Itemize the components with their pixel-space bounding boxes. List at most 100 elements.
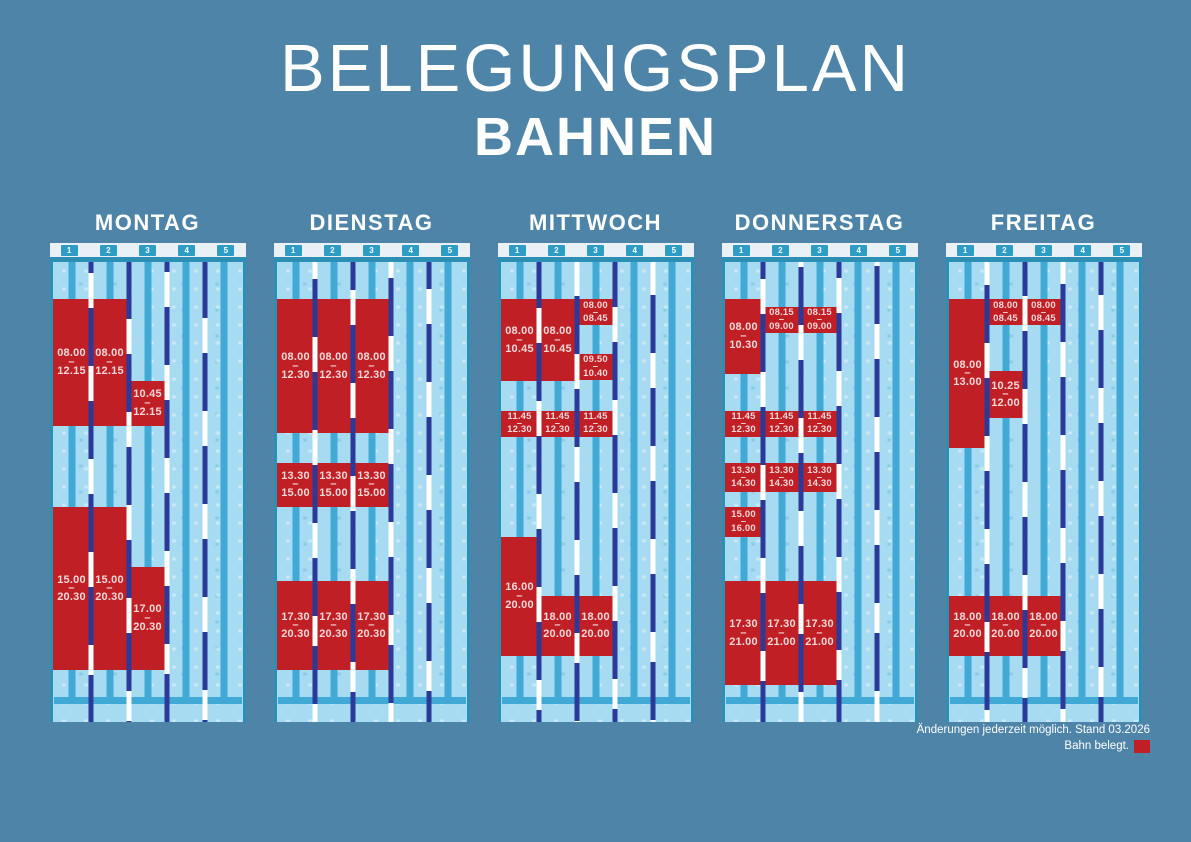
lane-end-mark — [839, 697, 876, 705]
lane-rope — [874, 262, 879, 723]
block-start-time: 17.30 — [319, 610, 348, 623]
lane-rope — [836, 262, 841, 723]
block-start-time: 11.45 — [545, 411, 570, 423]
lane-cell: 2 — [761, 243, 800, 257]
block-start-time: 08.00 — [953, 358, 982, 371]
block-range-separator: – — [1002, 306, 1009, 318]
lane-end-mark — [615, 697, 652, 705]
lane-end-mark — [391, 697, 428, 705]
lane-end-mark — [949, 697, 986, 705]
block-range-separator: – — [592, 306, 599, 318]
lane-floor-line — [1002, 262, 1009, 698]
lane-cell: 2 — [89, 243, 128, 257]
pool-edge — [273, 257, 470, 263]
block-start-time: 08.00 — [729, 321, 758, 334]
pool-edge — [721, 257, 918, 263]
occupied-block: 17.30–21.00 — [724, 581, 763, 686]
block-end-time: 10.45 — [543, 342, 572, 355]
lane-cell: 5 — [654, 243, 693, 257]
occupied-block: 13.30–14.30 — [800, 462, 839, 493]
block-range-separator: – — [1002, 388, 1009, 401]
lane-cell: 3 — [800, 243, 839, 257]
occupied-block: 08.15–09.00 — [800, 306, 839, 333]
lane-number-chip: 2 — [547, 244, 565, 256]
lane-number-chip: 4 — [178, 244, 196, 256]
block-end-time: 13.00 — [953, 376, 982, 389]
block-start-time: 17.30 — [767, 618, 796, 631]
poster-header: BELEGUNGSPLAN BAHNEN — [0, 0, 1191, 164]
block-end-time: 14.30 — [807, 478, 832, 490]
occupied-block: 11.45–12.30 — [762, 410, 801, 437]
block-range-separator: – — [740, 516, 747, 528]
lane-rope — [1022, 262, 1027, 723]
block-range-separator: – — [964, 367, 971, 380]
lane-number-chip: 2 — [323, 244, 341, 256]
occupied-block: 08.00–12.30 — [276, 299, 315, 433]
lane-number-chip: 4 — [626, 244, 644, 256]
block-start-time: 08.00 — [505, 325, 534, 338]
block-range-separator: – — [330, 619, 337, 632]
day-title: DIENSTAG — [309, 210, 434, 236]
lane-floor-line — [964, 262, 971, 698]
block-end-time: 08.45 — [1031, 313, 1056, 325]
lane-number-chip: 2 — [771, 244, 789, 256]
occupied-block: 13.30–15.00 — [352, 462, 391, 508]
block-start-time: 13.30 — [769, 464, 794, 476]
occupied-block: 18.00–20.00 — [986, 596, 1025, 656]
block-end-time: 10.40 — [583, 367, 608, 379]
block-range-separator: – — [740, 330, 747, 343]
lane-rope — [1098, 262, 1103, 723]
block-start-time: 16.00 — [505, 581, 534, 594]
block-range-separator: – — [368, 478, 375, 491]
occupied-block: 11.45–12.30 — [538, 410, 577, 437]
lane-end-mark — [987, 697, 1024, 705]
lane-cell: 1 — [946, 243, 985, 257]
block-end-time: 12.15 — [133, 405, 162, 418]
pool-edge — [497, 257, 694, 263]
block-range-separator: – — [330, 359, 337, 372]
lane-number-chip: 4 — [850, 244, 868, 256]
lane-floor-line — [1040, 262, 1047, 698]
lane-cell: 4 — [839, 243, 878, 257]
occupied-block: 08.15–09.00 — [762, 306, 801, 333]
block-end-time: 20.30 — [357, 628, 386, 641]
lane-end-mark — [877, 697, 914, 705]
lane-rope — [984, 262, 989, 723]
block-range-separator: – — [516, 589, 523, 602]
lane-floor-line — [516, 262, 523, 698]
lane-cell: 3 — [576, 243, 615, 257]
block-end-time: 20.00 — [1029, 628, 1058, 641]
block-range-separator: – — [516, 418, 523, 430]
lane-end-mark — [539, 697, 576, 705]
block-end-time: 20.00 — [543, 628, 572, 641]
block-start-time: 09.50 — [583, 354, 608, 366]
block-range-separator: – — [368, 359, 375, 372]
block-start-time: 08.00 — [583, 299, 608, 311]
occupied-block: 17.30–20.30 — [276, 581, 315, 671]
lane-cell: 4 — [615, 243, 654, 257]
footer-note: Änderungen jederzeit möglich. Stand 03.2… — [916, 724, 1150, 737]
block-start-time: 17.30 — [357, 610, 386, 623]
occupied-block: 11.45–12.30 — [576, 410, 615, 437]
block-start-time: 13.30 — [357, 469, 386, 482]
page-title: BELEGUNGSPLAN — [279, 31, 912, 106]
lane-cell: 5 — [206, 243, 245, 257]
block-end-time: 12.30 — [583, 424, 608, 436]
lane-cell: 1 — [50, 243, 89, 257]
occupied-swatch — [1134, 739, 1150, 753]
occupied-block: 08.00–10.30 — [724, 299, 763, 374]
block-end-time: 12.15 — [57, 364, 86, 377]
block-range-separator: – — [68, 356, 75, 369]
block-range-separator: – — [292, 359, 299, 372]
lane-rope — [760, 262, 765, 723]
block-start-time: 11.45 — [769, 411, 794, 423]
block-range-separator: – — [516, 333, 523, 346]
occupied-block: 10.45–12.15 — [128, 381, 167, 426]
